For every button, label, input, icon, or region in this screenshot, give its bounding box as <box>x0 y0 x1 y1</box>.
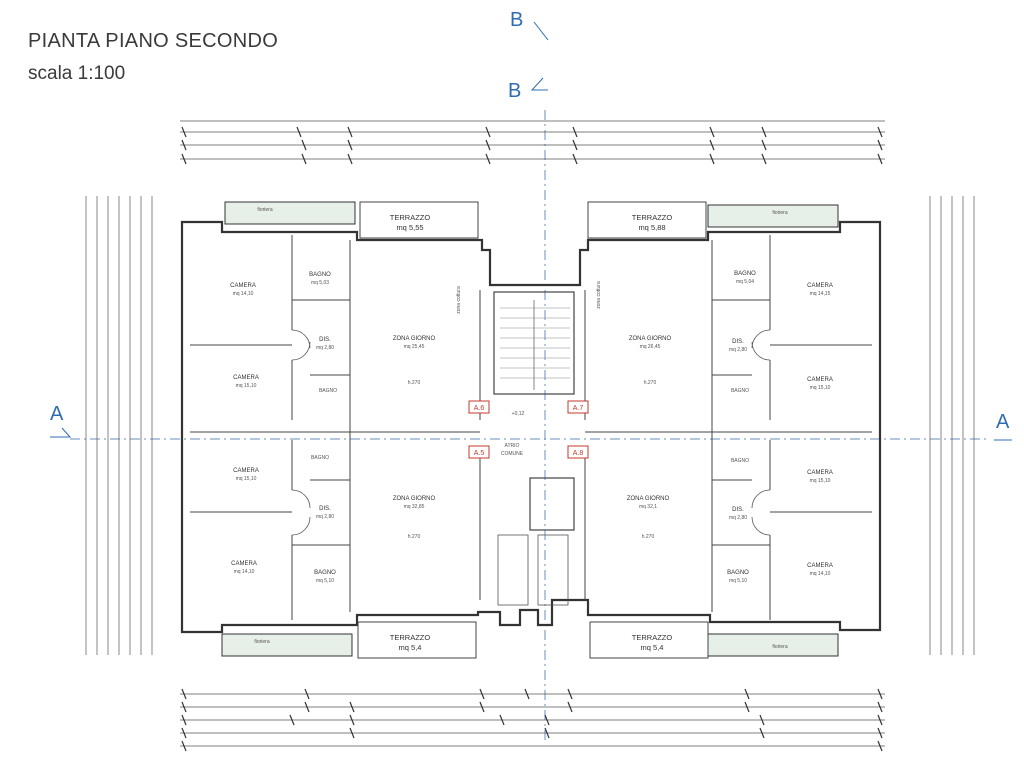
planter-top-right <box>707 204 839 228</box>
comune-label: COMUNE <box>501 451 524 457</box>
left-dis-2-area: mq 2,80 <box>316 514 334 520</box>
right-dis-2-area: mq 2,80 <box>729 515 747 521</box>
left-camera-1-name: CAMERA <box>230 283 256 289</box>
terrace-top-left-name: TERRAZZO <box>390 213 431 222</box>
terrace-top-right <box>587 201 707 239</box>
atrio-label: ATRIO <box>505 443 520 449</box>
left-bagno-4-area: mq 5,10 <box>316 578 334 584</box>
left-bagno-1-area: mq 5,03 <box>311 280 329 286</box>
right-zona-giorno-1-area: mq 26,45 <box>640 344 661 350</box>
left-camera-3-area: mq 15,10 <box>236 476 257 482</box>
left-bagno-2-name: BAGNO <box>319 388 337 394</box>
right-bagno-4-area: mq 5,10 <box>729 578 747 584</box>
left-dis-2-name: DIS. <box>319 506 331 512</box>
drawing-title: PIANTA PIANO SECONDO <box>28 30 279 52</box>
right-camera-4-name: CAMERA <box>807 563 833 569</box>
right-bagno-1-name: BAGNO <box>734 271 756 277</box>
section-b-top-arrow <box>533 21 549 41</box>
terrace-top-right-area: mq 5,88 <box>638 223 665 232</box>
terrace-bottom-left-area: mq 5,4 <box>399 643 422 652</box>
left-zona-giorno-2-name: ZONA GIORNO <box>393 496 436 502</box>
left-dis-1-name: DIS. <box>319 337 331 343</box>
terrace-bottom-left-name: TERRAZZO <box>390 633 431 642</box>
right-dimensions <box>929 196 975 655</box>
right-zona-giorno-2-name: ZONA GIORNO <box>627 496 670 502</box>
right-zona-giorno-1-height: h.270 <box>644 380 657 386</box>
left-bagno-3-name: BAGNO <box>311 455 329 461</box>
right-dis-1-name: DIS. <box>732 339 744 345</box>
left-camera-2-name: CAMERA <box>233 375 259 381</box>
terrace-top-right-name: TERRAZZO <box>632 213 673 222</box>
right-dis-1-area: mq 2,80 <box>729 347 747 353</box>
planter-bottom-left <box>221 633 353 657</box>
right-camera-2-name: CAMERA <box>807 377 833 383</box>
left-zona-giorno-2-height: h.270 <box>408 534 421 540</box>
left-zona-cottura-label: zona cottura <box>456 286 462 314</box>
svg-text:A.8: A.8 <box>573 450 584 457</box>
svg-text:A.6: A.6 <box>474 405 485 412</box>
left-zona-giorno-2-area: mq 32,85 <box>404 504 425 510</box>
left-zona-giorno-1-height: h.270 <box>408 380 421 386</box>
left-zona-giorno-1-name: ZONA GIORNO <box>393 336 436 342</box>
left-bagno-1-name: BAGNO <box>309 272 331 278</box>
right-bagno-4-name: BAGNO <box>727 570 749 576</box>
right-camera-4-area: mq 14,10 <box>810 571 831 577</box>
right-dis-2-name: DIS. <box>732 507 744 513</box>
door-arcs <box>291 329 771 536</box>
right-bagno-2-name: BAGNO <box>731 388 749 394</box>
section-a-right-label: A <box>996 411 1010 433</box>
terrace-bottom-left <box>357 621 477 659</box>
terrace-top-left <box>359 201 479 239</box>
marker-a8: A.8 <box>567 445 589 459</box>
section-b-main-arrow <box>530 77 548 91</box>
left-dis-1-area: mq 2,80 <box>316 345 334 351</box>
marker-a7: A.7 <box>567 400 589 414</box>
svg-text:A.7: A.7 <box>573 405 584 412</box>
terrace-bottom-right-area: mq 5,4 <box>641 643 664 652</box>
right-camera-1-name: CAMERA <box>807 283 833 289</box>
left-camera-4-area: mq 14,10 <box>234 569 255 575</box>
right-bagno-3-name: BAGNO <box>731 458 749 464</box>
left-camera-1-area: mq 14,10 <box>233 291 254 297</box>
terrace-top-left-area: mq 5,55 <box>396 223 423 232</box>
interior-walls-right <box>584 235 872 620</box>
planter-top-left <box>224 201 356 225</box>
top-dimensions <box>180 120 885 165</box>
marker-a6: A.6 <box>468 400 490 414</box>
outer-wall <box>180 220 882 634</box>
planter-bottom-left-label: fioriera <box>254 639 270 645</box>
section-b-main-label: B <box>508 80 521 102</box>
left-camera-3-name: CAMERA <box>233 468 259 474</box>
right-bagno-1-area: mq 5,04 <box>736 279 754 285</box>
section-a-left-arrow <box>50 427 72 438</box>
terrace-bottom-right <box>589 621 709 659</box>
level-label: +0,12 <box>512 411 525 417</box>
right-zona-cottura-label: zona cottura <box>596 281 602 309</box>
interior-walls-left <box>190 235 481 620</box>
right-camera-1-area: mq 14,15 <box>810 291 831 297</box>
left-bagno-4-name: BAGNO <box>314 570 336 576</box>
planter-top-left-label: fioriera <box>257 207 273 213</box>
right-zona-giorno-1-name: ZONA GIORNO <box>629 336 672 342</box>
right-zona-giorno-2-area: mq 32,1 <box>639 504 657 510</box>
marker-a5: A.5 <box>468 445 490 459</box>
stair-core <box>493 291 575 606</box>
svg-text:A.5: A.5 <box>474 450 485 457</box>
left-camera-4-name: CAMERA <box>231 561 257 567</box>
planter-bottom-right-label: fioriera <box>772 644 788 650</box>
right-zona-giorno-2-height: h.270 <box>642 534 655 540</box>
right-camera-2-area: mq 15,10 <box>810 385 831 391</box>
left-dimensions <box>85 196 153 655</box>
right-camera-3-area: mq 15,10 <box>810 478 831 484</box>
left-zona-giorno-1-area: mq 25,45 <box>404 344 425 350</box>
planter-top-right-label: fioriera <box>772 210 788 216</box>
section-b-top-label: B <box>510 9 523 31</box>
right-camera-3-name: CAMERA <box>807 470 833 476</box>
drawing-scale: scala 1:100 <box>28 63 126 84</box>
section-a-left-label: A <box>50 403 64 425</box>
terrace-bottom-right-name: TERRAZZO <box>632 633 673 642</box>
left-camera-2-area: mq 15,10 <box>236 383 257 389</box>
bottom-dimensions <box>180 688 885 752</box>
